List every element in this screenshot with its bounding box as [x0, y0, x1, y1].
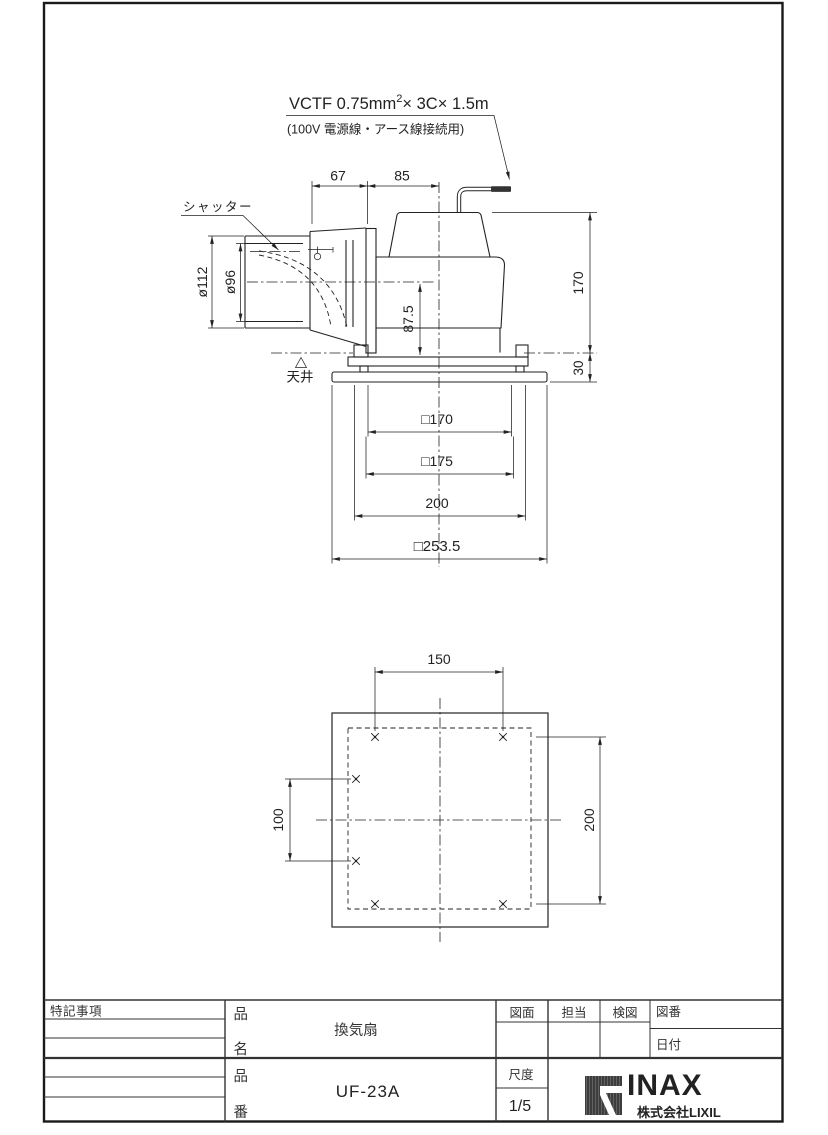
product-no-label-bottom: 番 — [234, 1104, 249, 1121]
body-hidden-outline — [347, 727, 532, 910]
mounting-holes — [351, 732, 508, 909]
flange-plate — [347, 356, 529, 367]
check-label: 検図 — [612, 1006, 637, 1020]
dim-dia112: ø112 — [194, 266, 210, 297]
scale-label: 尺度 — [508, 1067, 534, 1082]
latch-knob — [313, 252, 322, 261]
shutter-blade — [258, 250, 348, 328]
flange-tab-right — [515, 344, 529, 358]
dim-100: 100 — [270, 808, 286, 832]
dim-200-plan: 200 — [581, 808, 597, 832]
dim-30: 30 — [571, 360, 586, 375]
ceiling-label: 天井 — [287, 370, 314, 385]
product-name-value: 換気扇 — [334, 1022, 378, 1039]
product-name-label-top: 品 — [234, 1006, 249, 1023]
power-cable — [456, 186, 511, 213]
panel-outline — [331, 712, 549, 928]
side-view: VCTF 0.75mm2× 3C× 1.5m (100V 電源線・アース線接続用… — [181, 93, 597, 567]
inax-logo: INAX 株式会社LIXIL — [585, 1069, 721, 1120]
dim-150: 150 — [427, 651, 451, 667]
plan-view: 150 100 200 — [270, 651, 606, 942]
ceiling-datum-triangle — [294, 356, 308, 368]
mounting-frame-edge — [365, 227, 377, 354]
drawing-frame — [42, 1, 784, 1123]
cable-leader-line — [286, 115, 510, 180]
dim-sq253-5: □253.5 — [414, 538, 461, 555]
ceiling-panel — [331, 371, 548, 383]
brand-name: INAX — [627, 1069, 703, 1102]
stub-right — [515, 365, 525, 373]
duct-outlet — [244, 227, 367, 348]
company-name: 株式会社LIXIL — [637, 1105, 721, 1120]
notes-label: 特記事項 — [50, 1004, 102, 1019]
drawing-label: 図面 — [509, 1006, 534, 1020]
latch-detail — [308, 246, 334, 254]
dim-dia96: ø96 — [222, 270, 238, 294]
product-no-label-top: 品 — [234, 1068, 249, 1085]
fan-body — [331, 211, 548, 383]
dim-200-side: 200 — [425, 495, 449, 511]
shutter-label: シャッター — [183, 200, 253, 214]
dim-sq175: □175 — [421, 453, 453, 469]
stub-left — [359, 365, 369, 373]
product-name-label-bottom: 名 — [234, 1041, 249, 1058]
dim-87-5: 87.5 — [400, 305, 416, 332]
drawing-no-label: 図番 — [656, 1005, 682, 1019]
scale-value: 1/5 — [509, 1098, 531, 1115]
charge-label: 担当 — [561, 1006, 586, 1020]
main-housing — [375, 256, 506, 329]
cable-tip — [491, 186, 511, 192]
dim-170: 170 — [570, 271, 586, 295]
dim-sq170: □170 — [421, 411, 453, 427]
side-view-dimensions: 67 85 ø112 ø96 87.5 170 30 □170 □175 — [194, 168, 597, 564]
lower-frame — [375, 328, 501, 353]
shutter-leader-line — [181, 215, 279, 251]
cable-spec-text: VCTF 0.75mm2× 3C× 1.5m — [289, 93, 489, 113]
date-label: 日付 — [656, 1038, 681, 1052]
motor-dome — [388, 211, 491, 258]
dim-85: 85 — [394, 168, 410, 184]
dim-67: 67 — [330, 168, 346, 184]
plan-view-dimensions: 150 100 200 — [270, 651, 606, 905]
title-block: 特記事項 品 名 換気扇 品 番 UF-23A 図面 担当 検図 図番 日付 尺… — [44, 999, 782, 1122]
cable-spec-note: (100V 電源線・アース線接続用) — [287, 122, 464, 137]
product-no-value: UF-23A — [336, 1082, 401, 1101]
